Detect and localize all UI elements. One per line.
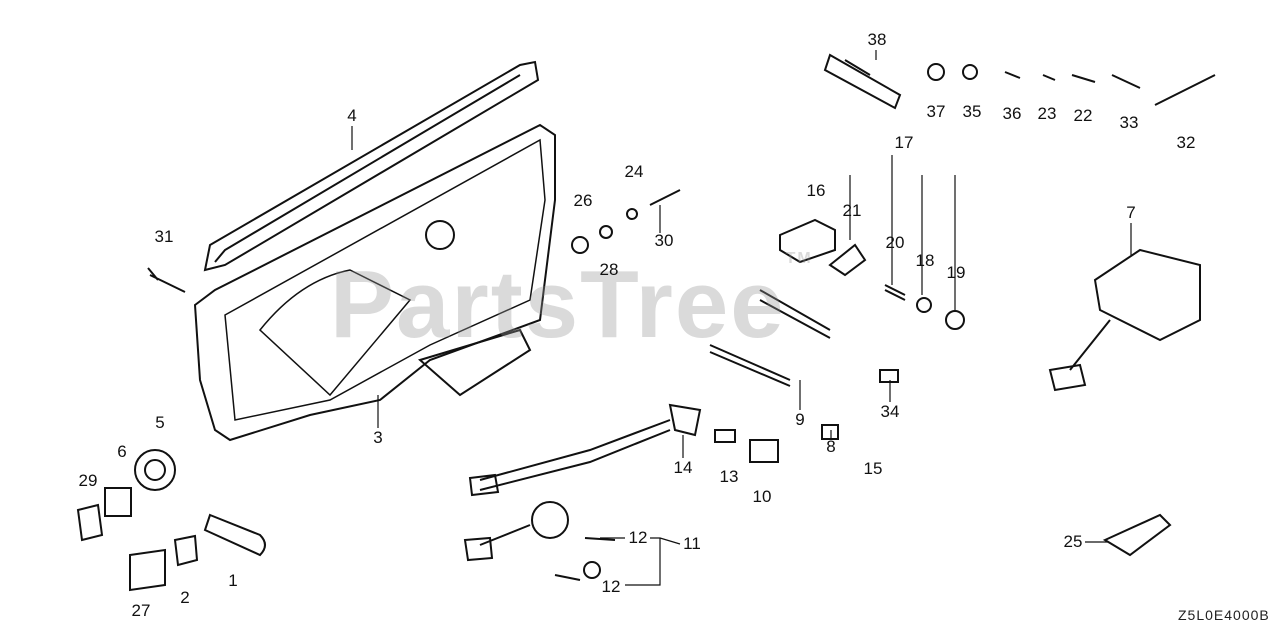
diagram-code: Z5L0E4000B <box>1178 607 1270 623</box>
callout-6: 6 <box>117 442 127 461</box>
callout-12-upper: 12 <box>628 528 648 547</box>
callout-31: 31 <box>154 227 174 246</box>
callout-14: 14 <box>673 458 693 477</box>
callout-3: 3 <box>373 428 383 447</box>
callout-15: 15 <box>863 459 883 478</box>
callout-22: 22 <box>1073 106 1093 125</box>
callout-30: 30 <box>654 231 674 250</box>
callout-12-lower: 12 <box>601 577 621 596</box>
watermark-text: PartsTree <box>330 251 786 358</box>
callout-8: 8 <box>826 437 836 456</box>
watermark-tm: TM <box>785 250 813 267</box>
callout-20: 20 <box>885 233 905 252</box>
callout-5: 5 <box>155 413 165 432</box>
callout-35: 35 <box>962 102 982 121</box>
callout-34: 34 <box>880 402 900 421</box>
callout-7: 7 <box>1126 203 1136 222</box>
callout-17: 17 <box>894 133 914 152</box>
callout-13: 13 <box>719 467 739 486</box>
callout-19: 19 <box>946 263 966 282</box>
callout-1: 1 <box>228 571 238 590</box>
callout-2: 2 <box>180 588 190 607</box>
callout-33: 33 <box>1119 113 1139 132</box>
callout-37: 37 <box>926 102 946 121</box>
gasket-part <box>203 60 540 272</box>
callout-4: 4 <box>347 106 357 125</box>
callout-21: 21 <box>842 201 862 220</box>
partstree-watermark: PartsTreeTM <box>330 250 813 360</box>
callout-10: 10 <box>752 487 772 506</box>
callout-27: 27 <box>131 601 151 620</box>
callout-24: 24 <box>624 162 644 181</box>
callout-25: 25 <box>1063 532 1083 551</box>
callout-11: 11 <box>683 534 701 553</box>
callout-26: 26 <box>573 191 593 210</box>
callout-9: 9 <box>795 410 805 429</box>
callout-23: 23 <box>1037 104 1057 123</box>
callout-16: 16 <box>806 181 826 200</box>
callout-38: 38 <box>867 30 887 49</box>
callout-32: 32 <box>1176 133 1196 152</box>
callout-29: 29 <box>78 471 98 490</box>
cover-part <box>193 123 556 442</box>
callout-18: 18 <box>915 251 935 270</box>
callout-36: 36 <box>1002 104 1022 123</box>
callout-28: 28 <box>599 260 619 279</box>
